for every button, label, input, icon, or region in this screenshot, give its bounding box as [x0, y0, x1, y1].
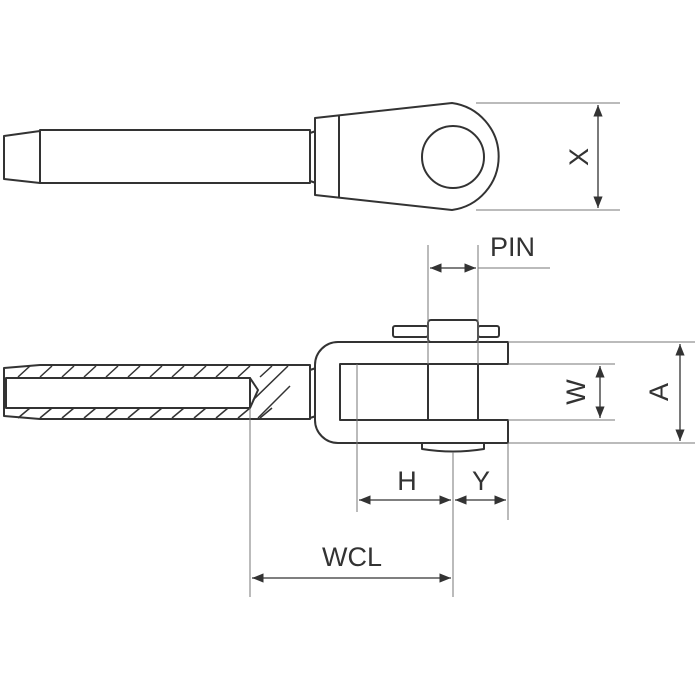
dimension-w: W: [561, 366, 605, 418]
pin-head: [427, 319, 479, 343]
label-x: X: [564, 148, 594, 166]
hatch-line: [127, 365, 141, 378]
hatch-line: [39, 407, 53, 419]
cotter-pin-right: [477, 325, 500, 338]
label-h: H: [397, 466, 417, 496]
hatch-line: [259, 365, 273, 378]
dimension-a: A: [644, 344, 685, 441]
hatch-line: [237, 365, 251, 378]
eye-hole: [421, 125, 485, 189]
hatch-line: [193, 407, 207, 419]
eye-terminal: [3, 102, 500, 211]
hatch-line: [127, 407, 141, 419]
hatch-line: [257, 385, 291, 419]
label-y: Y: [472, 466, 490, 496]
hatch-line: [171, 407, 185, 419]
dimension-wcl: WCL: [252, 542, 451, 583]
hatch-line: [83, 407, 97, 419]
hatch-line: [259, 407, 273, 419]
hatch-line: [215, 365, 229, 378]
section-hatching: [17, 365, 291, 419]
label-a: A: [644, 383, 674, 401]
bore: [5, 377, 251, 409]
hatch-line: [171, 365, 185, 378]
dimension-x: X: [476, 102, 620, 211]
hatch-line: [149, 407, 163, 419]
label-pin: PIN: [490, 232, 535, 262]
hatch-line: [149, 365, 163, 378]
hatch-line: [17, 407, 31, 419]
cotter-pin-left: [392, 325, 429, 338]
hatch-line: [193, 365, 207, 378]
dimension-h: H: [359, 466, 451, 505]
hatch-line: [237, 407, 251, 419]
hatch-line: [61, 365, 75, 378]
hatch-line: [83, 365, 97, 378]
hatch-line: [39, 365, 53, 378]
dimension-y: Y: [455, 466, 506, 505]
label-w: W: [561, 379, 591, 405]
hatch-line: [17, 365, 31, 378]
hatch-line: [105, 407, 119, 419]
label-wcl: WCL: [322, 542, 382, 572]
hatch-line: [61, 407, 75, 419]
hatch-line: [105, 365, 119, 378]
fork-terminal: [3, 319, 509, 453]
hatch-line: [215, 407, 229, 419]
hatch-line: [252, 365, 289, 401]
dimension-pin: PIN: [430, 232, 550, 273]
extension-lines: [249, 245, 695, 597]
